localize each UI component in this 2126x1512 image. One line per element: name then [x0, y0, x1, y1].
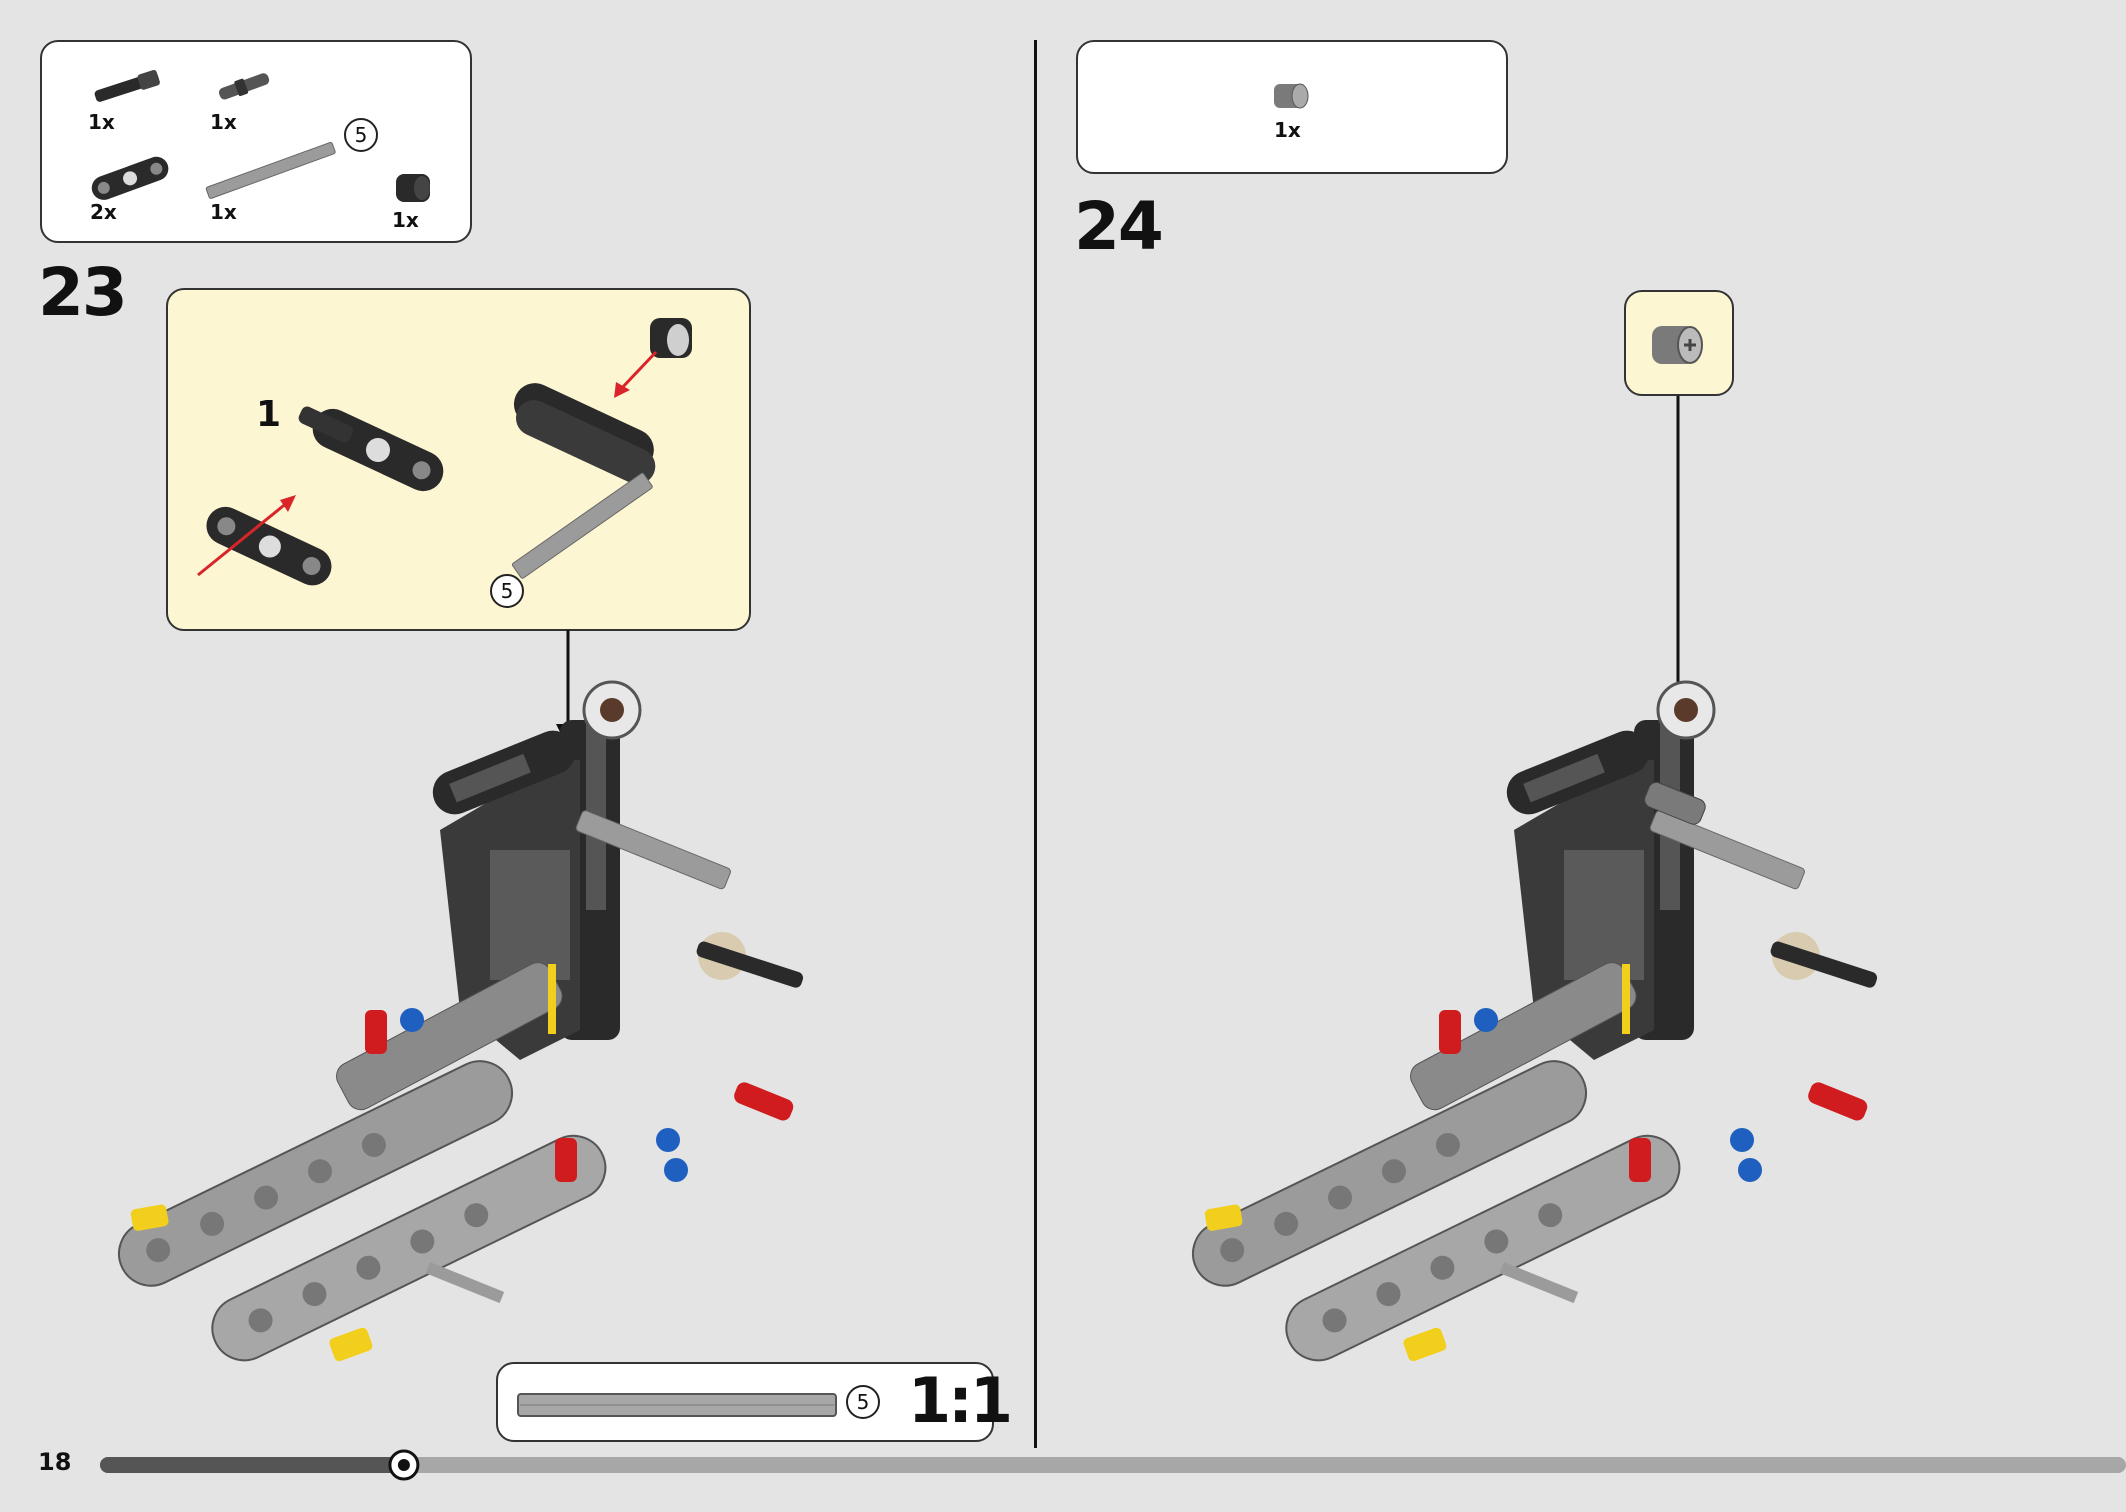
liftarm-icon [91, 156, 169, 200]
scale-ratio: 1:1 [908, 1364, 1013, 1437]
gear-icon [388, 1449, 420, 1481]
part-callout [1624, 290, 1734, 396]
scale-indicator: 5 1:1 [496, 1362, 1013, 1442]
substep1-illustration [197, 406, 444, 586]
page-divider [1034, 40, 1037, 1448]
progress-fill [100, 1457, 404, 1473]
progress-bar [100, 1449, 2126, 1481]
step23-parts-list: 1x 1x 2x 1x 5 1x [40, 40, 472, 243]
axle-length-badge: 5 [846, 1385, 880, 1419]
part-qty: 1x [210, 110, 237, 134]
bush-icon [396, 174, 430, 202]
subassembly-callout: 1 2 [166, 288, 751, 631]
part-qty: 1x [88, 110, 115, 134]
step24-parts-list: 1x [1076, 40, 1508, 174]
part-qty: 2x [90, 200, 117, 224]
part-qty: 1x [1274, 118, 1301, 142]
page-number: 18 [38, 1448, 72, 1476]
axle-connector-icon [1274, 83, 1309, 109]
axle-length-badge: 5 [490, 574, 524, 608]
substep-number: 1 [256, 394, 282, 435]
part-qty: 1x [392, 208, 419, 232]
step-number: 24 [1074, 188, 1164, 265]
progress-track [100, 1457, 2126, 1473]
pin-connector-icon [218, 73, 270, 100]
model-illustration [1192, 680, 1878, 1362]
axle-scale-icon [517, 1393, 837, 1417]
substep2-illustration [511, 318, 692, 579]
axle-length-badge: 5 [344, 118, 378, 152]
axle-with-pin-icon [94, 69, 160, 102]
grey-axle-icon [205, 141, 336, 199]
part-qty: 1x [210, 200, 237, 224]
axle-connector-icon [1652, 326, 1703, 364]
model-illustration [118, 680, 804, 1362]
step-number: 23 [38, 254, 128, 331]
